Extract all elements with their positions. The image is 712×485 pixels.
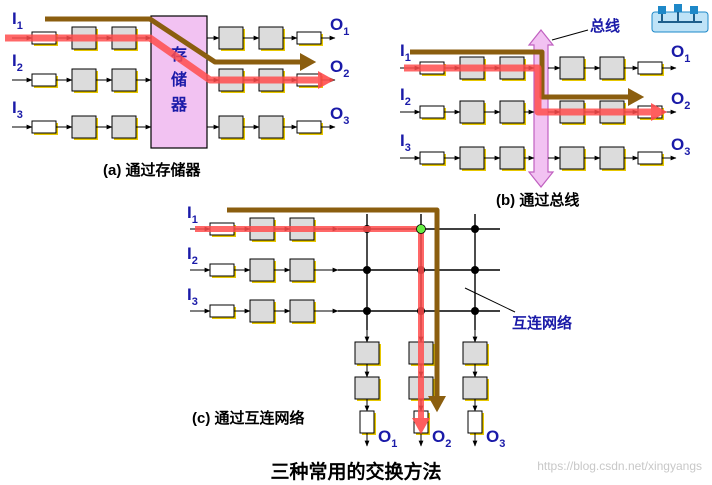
panel_b-output-3-label: O3 — [671, 135, 690, 158]
generated-elements — [12, 26, 677, 447]
panel_b-in2-box-2 — [499, 100, 525, 124]
panel_a-in2-box-1 — [71, 68, 97, 92]
network-label-pointer — [464, 287, 516, 313]
panel_a-out3-box-1 — [218, 115, 244, 139]
panel_a-out1-small-box — [296, 31, 322, 45]
panel-c-red-path-head — [412, 418, 430, 435]
panel_a-out1-box-2 — [258, 26, 284, 50]
panel_b-out3-box-2 — [599, 146, 625, 170]
panel_b-in2-small-box — [419, 105, 445, 119]
panel_c-in3-small-box — [209, 304, 235, 318]
panel_c-output-3-label: O3 — [486, 427, 505, 450]
bus-label-pointer — [551, 29, 589, 41]
panel_a-input-2-label: I2 — [12, 51, 23, 74]
memory-char-2: 储 — [170, 70, 187, 89]
figure-title: 三种常用的交换方法 — [270, 460, 441, 483]
panel_c-in2-box-1 — [249, 258, 275, 282]
panel-b-red-path — [404, 64, 651, 116]
panel_a-out3-box-2 — [258, 115, 284, 139]
panel_c-out3-box-2 — [462, 376, 488, 400]
watermark: https://blog.csdn.net/xingyangs — [537, 459, 702, 473]
panel-b-brown-path-head — [628, 88, 645, 106]
panel_b-out1-small-box — [637, 61, 663, 75]
panel_a-in3-box-1 — [71, 115, 97, 139]
switching-paths — [5, 16, 668, 435]
panel_c-in2-small-box — [209, 263, 235, 277]
panel_b-input-1-label: I1 — [400, 41, 411, 64]
panel_b-input-3-label: I3 — [400, 131, 411, 154]
crossbar-junction-r3c3 — [471, 307, 479, 315]
panel_b-output-1-label: O1 — [671, 42, 690, 65]
memory-char-3: 器 — [170, 96, 188, 114]
caption-b: (b) 通过总线 — [496, 191, 579, 209]
network-logo-icon — [651, 4, 709, 33]
panel-c-brown-path — [227, 207, 440, 396]
panel_c-input-1-label: I1 — [187, 203, 198, 226]
caption-c: (c) 通过互连网络 — [192, 409, 305, 427]
bus-label: 总线 — [590, 17, 620, 35]
panel-c-brown-path-head — [428, 396, 446, 413]
panel_b-out3-box-1 — [559, 146, 585, 170]
panel_a-in2-box-2 — [111, 68, 137, 92]
panel_a-output-2-label: O2 — [330, 57, 349, 80]
panel_c-out3-box-1 — [462, 341, 488, 365]
panel_b-out1-box-2 — [599, 56, 625, 80]
crossbar-junction-r3c1 — [363, 307, 371, 315]
panel-c-crossbar-switch: 互连网络 — [464, 287, 572, 332]
panel_a-input-3-label: I3 — [12, 98, 23, 121]
panel_a-in3-small-box — [31, 120, 57, 134]
panel_c-out1-small-box — [359, 410, 375, 434]
panel_b-out1-box-1 — [559, 56, 585, 80]
panel_c-out1-box-2 — [354, 376, 380, 400]
panel_b-in3-box-1 — [459, 146, 485, 170]
panel_b-input-2-label: I2 — [400, 85, 411, 108]
panel_c-in2-box-2 — [289, 258, 315, 282]
panel-a-red-path — [5, 34, 318, 84]
panel_c-output-2-label: O2 — [432, 427, 451, 450]
panel_a-out3-small-box — [296, 120, 322, 134]
panel_a-output-1-label: O1 — [330, 15, 349, 38]
panel_a-out1-box-1 — [218, 26, 244, 50]
panel-a-red-path-head — [318, 71, 335, 89]
panel-a-brown-path — [45, 16, 300, 65]
panel-b-brown-path — [410, 49, 628, 100]
panel_c-output-1-label: O1 — [378, 427, 397, 450]
network-label: 互连网络 — [512, 314, 572, 332]
panel_c-input-3-label: I3 — [187, 285, 198, 308]
panel_a-in3-box-2 — [111, 115, 137, 139]
panel_b-in3-box-2 — [499, 146, 525, 170]
panel_a-in2-small-box — [31, 73, 57, 87]
panel_a-output-3-label: O3 — [330, 104, 349, 127]
crossbar-junction-r1c3 — [471, 225, 479, 233]
crossbar-active-junction — [416, 224, 426, 234]
panel-b-red-path-head — [651, 103, 668, 121]
caption-a: (a) 通过存储器 — [103, 161, 202, 179]
panel_b-out3-small-box — [637, 151, 663, 165]
panel_b-in3-small-box — [419, 151, 445, 165]
panel-a-brown-path-head — [300, 53, 317, 71]
panel_b-output-2-label: O2 — [671, 89, 690, 112]
panel_c-out3-small-box — [467, 410, 483, 434]
panel_c-input-2-label: I2 — [187, 244, 198, 267]
crossbar-junction-r2c1 — [363, 266, 371, 274]
panel_a-input-1-label: I1 — [12, 9, 23, 32]
panel_c-in3-box-1 — [249, 299, 275, 323]
crossbar-junction-r2c3 — [471, 266, 479, 274]
panel_c-out1-box-1 — [354, 341, 380, 365]
panel_b-in2-box-1 — [459, 100, 485, 124]
panel_c-in3-box-2 — [289, 299, 315, 323]
